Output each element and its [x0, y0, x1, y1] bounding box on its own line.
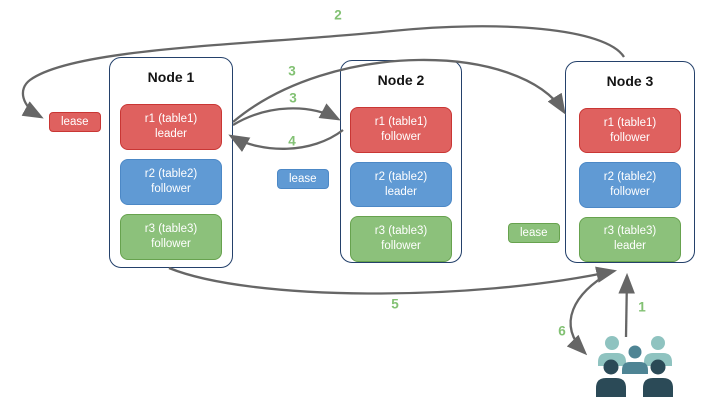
- step-label-4: 4: [288, 133, 296, 149]
- replica-name: r2 (table2): [144, 168, 198, 181]
- step-label-3b: 3: [289, 90, 297, 106]
- lease-label-table2: lease: [277, 169, 329, 189]
- step-label-5: 5: [391, 296, 399, 312]
- node-2-title: Node 2: [377, 72, 425, 88]
- arrow-6-node3-to-clients: [566, 271, 612, 356]
- node-3: Node 3 r1 (table1) follower r2 (table2) …: [565, 61, 695, 263]
- node-1: Node 1 r1 (table1) leader r2 (table2) fo…: [109, 57, 233, 268]
- lease-label-table1: lease: [49, 112, 101, 132]
- node-2: Node 2 r1 (table1) follower r2 (table2) …: [340, 60, 462, 263]
- replica-role: follower: [151, 183, 191, 195]
- replica-role: leader: [614, 240, 646, 253]
- node-3-replica-r2: r2 (table2) follower: [579, 162, 681, 208]
- replica-role: follower: [610, 185, 650, 198]
- arrow-1-clients-to-node3: [618, 272, 635, 338]
- replica-role: follower: [381, 240, 421, 253]
- node-2-replica-r3: r3 (table3) follower: [350, 216, 452, 263]
- replica-role: leader: [385, 185, 417, 198]
- lease-label-table3: lease: [508, 223, 560, 243]
- replica-name: r2 (table2): [603, 171, 657, 184]
- step-label-3a: 3: [288, 63, 296, 79]
- arrow-5-node1-to-node3: [168, 266, 618, 295]
- node-3-replica-r1: r1 (table1) follower: [579, 108, 681, 154]
- node-1-replica-r3: r3 (table3) follower: [120, 214, 222, 260]
- users-group-icon: [596, 336, 673, 397]
- replica-name: r2 (table2): [374, 170, 428, 183]
- step-label-2: 2: [334, 7, 342, 23]
- node-2-replica-r2: r2 (table2) leader: [350, 161, 452, 208]
- node-1-title: Node 1: [147, 69, 195, 85]
- arrow-3-node1-to-node2: [232, 103, 341, 126]
- node-3-title: Node 3: [606, 73, 654, 89]
- replica-name: r1 (table1): [144, 113, 198, 126]
- replica-name: r3 (table3): [603, 225, 657, 238]
- step-label-6: 6: [558, 323, 566, 339]
- arrow-4-node2-to-node1: [228, 129, 344, 152]
- replica-role: follower: [151, 238, 191, 250]
- node-3-replica-r3: r3 (table3) leader: [579, 216, 681, 262]
- replica-name: r1 (table1): [603, 116, 657, 129]
- replica-name: r3 (table3): [144, 223, 198, 236]
- node-1-replica-r1: r1 (table1) leader: [120, 104, 222, 150]
- replica-name: r1 (table1): [374, 115, 428, 128]
- replica-role: follower: [381, 130, 421, 143]
- node-2-replica-r1: r1 (table1) follower: [350, 107, 452, 153]
- node-1-replica-r2: r2 (table2) follower: [120, 159, 222, 205]
- replica-role: leader: [155, 128, 187, 140]
- replica-role: follower: [610, 131, 650, 144]
- replica-name: r3 (table3): [374, 225, 428, 238]
- step-label-1: 1: [638, 299, 646, 315]
